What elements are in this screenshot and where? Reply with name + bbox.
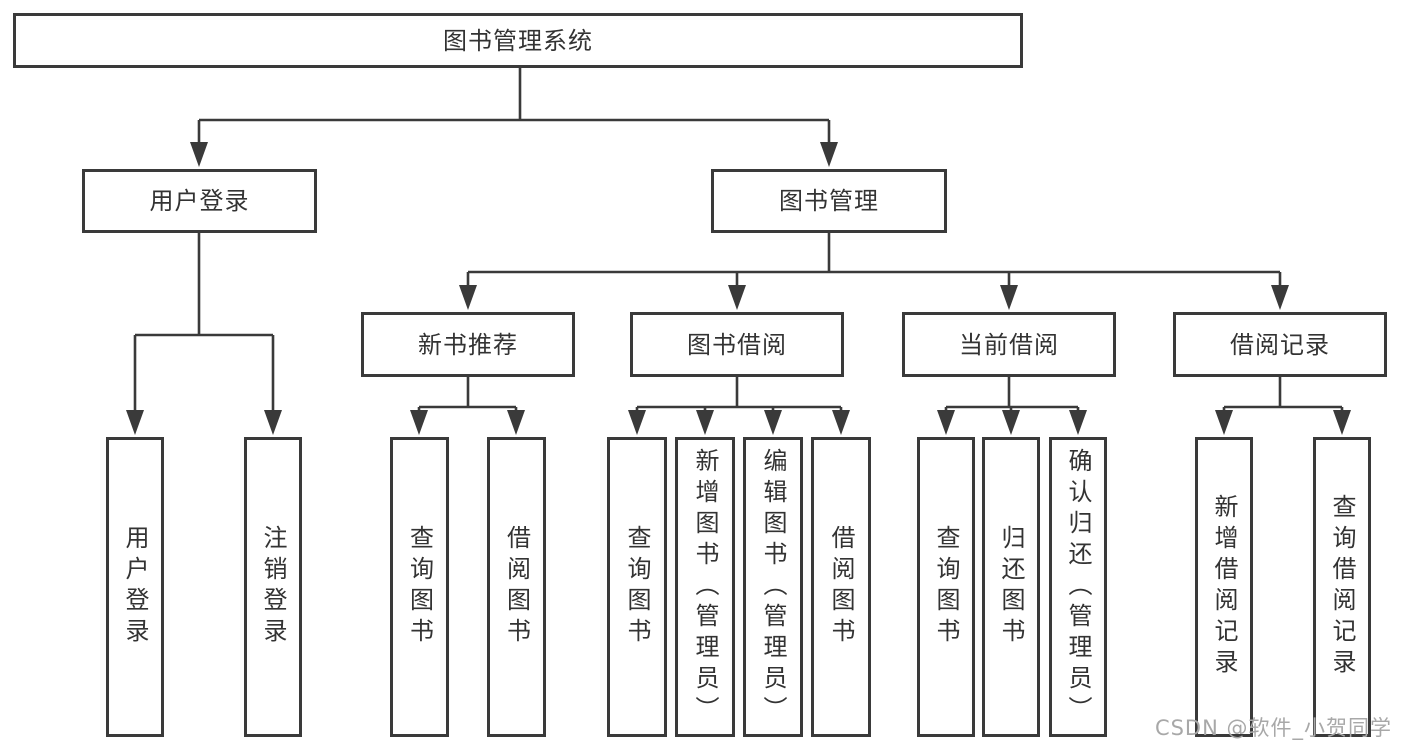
node-recommend-query-books: 查询图书: [390, 437, 449, 737]
node-borrow-borrow-books: 借阅图书: [811, 437, 871, 737]
node-label: 查询借阅记录: [1328, 494, 1356, 680]
node-borrow-add-books-admin: 新增图书（管理员）: [675, 437, 735, 737]
node-label: 查询图书: [932, 525, 960, 649]
node-label: 图书管理系统: [443, 26, 593, 55]
connector-book-borrow-to-children: [628, 377, 850, 435]
node-current-query-books: 查询图书: [917, 437, 975, 737]
node-borrow-edit-books-admin: 编辑图书（管理员）: [743, 437, 803, 737]
node-login: 用户登录: [106, 437, 164, 737]
node-borrow-query-books: 查询图书: [607, 437, 667, 737]
node-root-library-system: 图书管理系统: [13, 13, 1023, 68]
node-label: 新书推荐: [418, 330, 518, 359]
node-records-query-record: 查询借阅记录: [1313, 437, 1371, 737]
node-label: 查询图书: [623, 525, 651, 649]
node-label: 编辑图书（管理员）: [759, 447, 787, 727]
node-label: 新增图书（管理员）: [691, 447, 719, 727]
watermark: CSDN @软件_小贺同学: [1154, 716, 1392, 740]
node-label: 当前借阅: [959, 330, 1059, 359]
node-book-management: 图书管理: [711, 169, 947, 233]
node-recommend-borrow-books: 借阅图书: [487, 437, 546, 737]
node-label: 借阅记录: [1230, 330, 1330, 359]
node-label: 用户登录: [121, 525, 149, 649]
node-current-borrow: 当前借阅: [902, 312, 1116, 377]
connector-root-to-level2: [190, 68, 838, 167]
node-label: 借阅图书: [502, 525, 531, 649]
node-book-borrow: 图书借阅: [630, 312, 844, 377]
node-new-book-recommend: 新书推荐: [361, 312, 575, 377]
node-current-confirm-return-admin: 确认归还（管理员）: [1049, 437, 1107, 737]
connector-borrow-records-to-children: [1215, 377, 1351, 435]
node-label: 归还图书: [997, 525, 1025, 649]
node-logout: 注销登录: [244, 437, 302, 737]
connector-book-management-to-level3: [459, 233, 1289, 310]
node-user-login: 用户登录: [82, 169, 317, 233]
connector-new-book-recommend-to-children: [410, 377, 525, 435]
node-label: 注销登录: [259, 525, 287, 649]
node-label: 确认归还（管理员）: [1064, 447, 1092, 727]
node-records-add-record: 新增借阅记录: [1195, 437, 1253, 737]
connector-user-login-to-children: [126, 233, 282, 435]
node-label: 图书借阅: [687, 330, 787, 359]
node-label: 借阅图书: [827, 525, 855, 649]
node-label: 用户登录: [149, 187, 250, 215]
node-label: 图书管理: [779, 187, 879, 215]
node-borrow-records: 借阅记录: [1173, 312, 1387, 377]
node-label: 查询图书: [405, 525, 434, 649]
node-current-return-books: 归还图书: [982, 437, 1040, 737]
node-label: 新增借阅记录: [1210, 494, 1238, 680]
connector-current-borrow-to-children: [937, 377, 1087, 435]
